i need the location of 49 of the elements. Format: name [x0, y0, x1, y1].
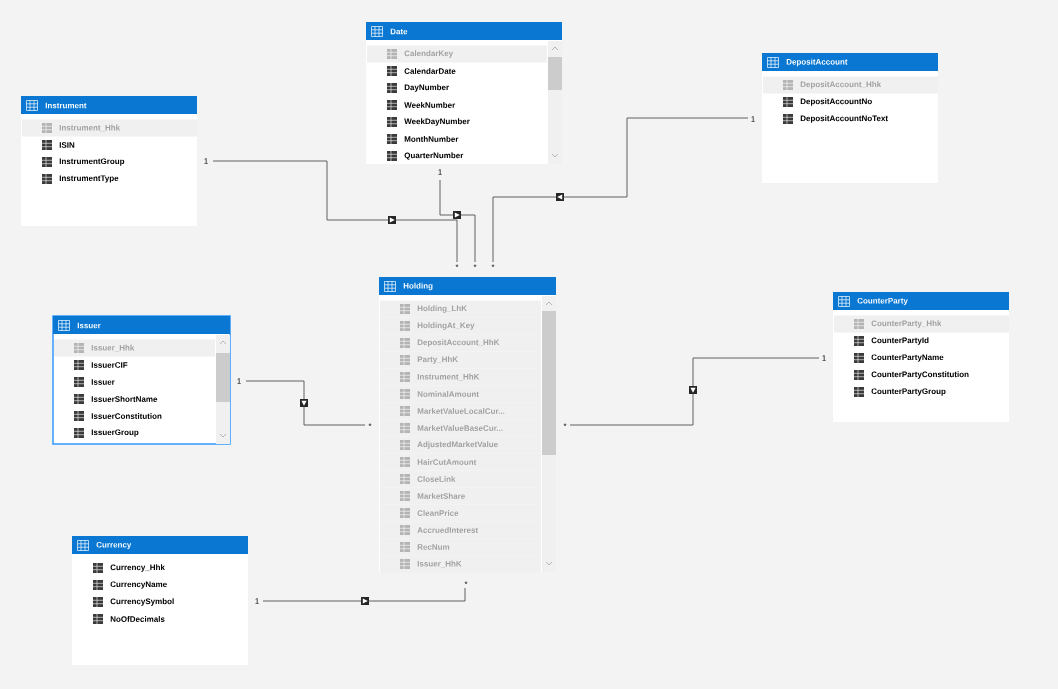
field-row: CounterPartyId — [853, 335, 929, 347]
field-row: Issuer — [73, 376, 115, 388]
table-header: CounterParty — [833, 292, 1009, 310]
table-header: Date — [366, 22, 562, 40]
relationship-line — [439, 179, 476, 263]
field-row: CounterPartyConstitution — [853, 369, 969, 381]
field-row: Currency_Hhk — [92, 562, 165, 574]
field-row: IssuerCIF — [73, 359, 128, 371]
cardinality-label: * — [491, 264, 495, 268]
relationship-line — [212, 160, 458, 263]
table-header: Instrument — [21, 96, 197, 114]
cardinality-label: 1 — [438, 169, 442, 175]
cardinality-label: * — [473, 264, 477, 268]
field-row: InstrumentGroup — [41, 156, 125, 168]
cardinality-label: 1 — [204, 158, 208, 164]
cardinality-label: 1 — [822, 355, 826, 361]
field-row: CounterPartyGroup — [853, 386, 946, 398]
field-row: CurrencySymbol — [92, 596, 174, 608]
table-header: Issuer — [53, 316, 230, 334]
field-row: IssuerGroup — [73, 427, 139, 439]
cardinality-label: 1 — [237, 378, 241, 384]
field-row: MonthNumber — [386, 133, 459, 145]
relationship-line — [569, 357, 820, 426]
table-header: DepositAccount — [762, 53, 938, 71]
table-header: Holding — [379, 277, 556, 295]
field-row: CalendarDate — [386, 65, 456, 77]
relationship-line — [245, 380, 366, 426]
field-row: WeekDayNumber — [386, 116, 470, 128]
field-row: IssuerShortName — [73, 393, 158, 405]
field-row: DayNumber — [386, 82, 449, 94]
field-row: NoOfDecimals — [92, 613, 165, 625]
cardinality-label: 1 — [751, 116, 755, 122]
cardinality-label: * — [455, 264, 459, 268]
field-row: ISIN — [41, 139, 75, 151]
field-row: CurrencyName — [92, 579, 167, 591]
relationship-line — [492, 117, 749, 263]
relationship-line — [262, 587, 466, 605]
cardinality-label: * — [464, 581, 468, 585]
field-row: DepositAccountNo — [782, 96, 872, 108]
field-row: WeekNumber — [386, 99, 456, 111]
field-row: QuarterNumber — [386, 150, 464, 162]
cardinality-label: * — [368, 423, 372, 427]
field-row: IssuerConstitution — [73, 410, 162, 422]
field-row: CounterPartyName — [853, 352, 944, 364]
table-header: Currency — [72, 536, 248, 554]
cardinality-label: 1 — [255, 598, 259, 604]
field-row: InstrumentType — [41, 173, 119, 185]
field-row: DepositAccountNoText — [782, 113, 888, 125]
cardinality-label: * — [563, 423, 567, 427]
